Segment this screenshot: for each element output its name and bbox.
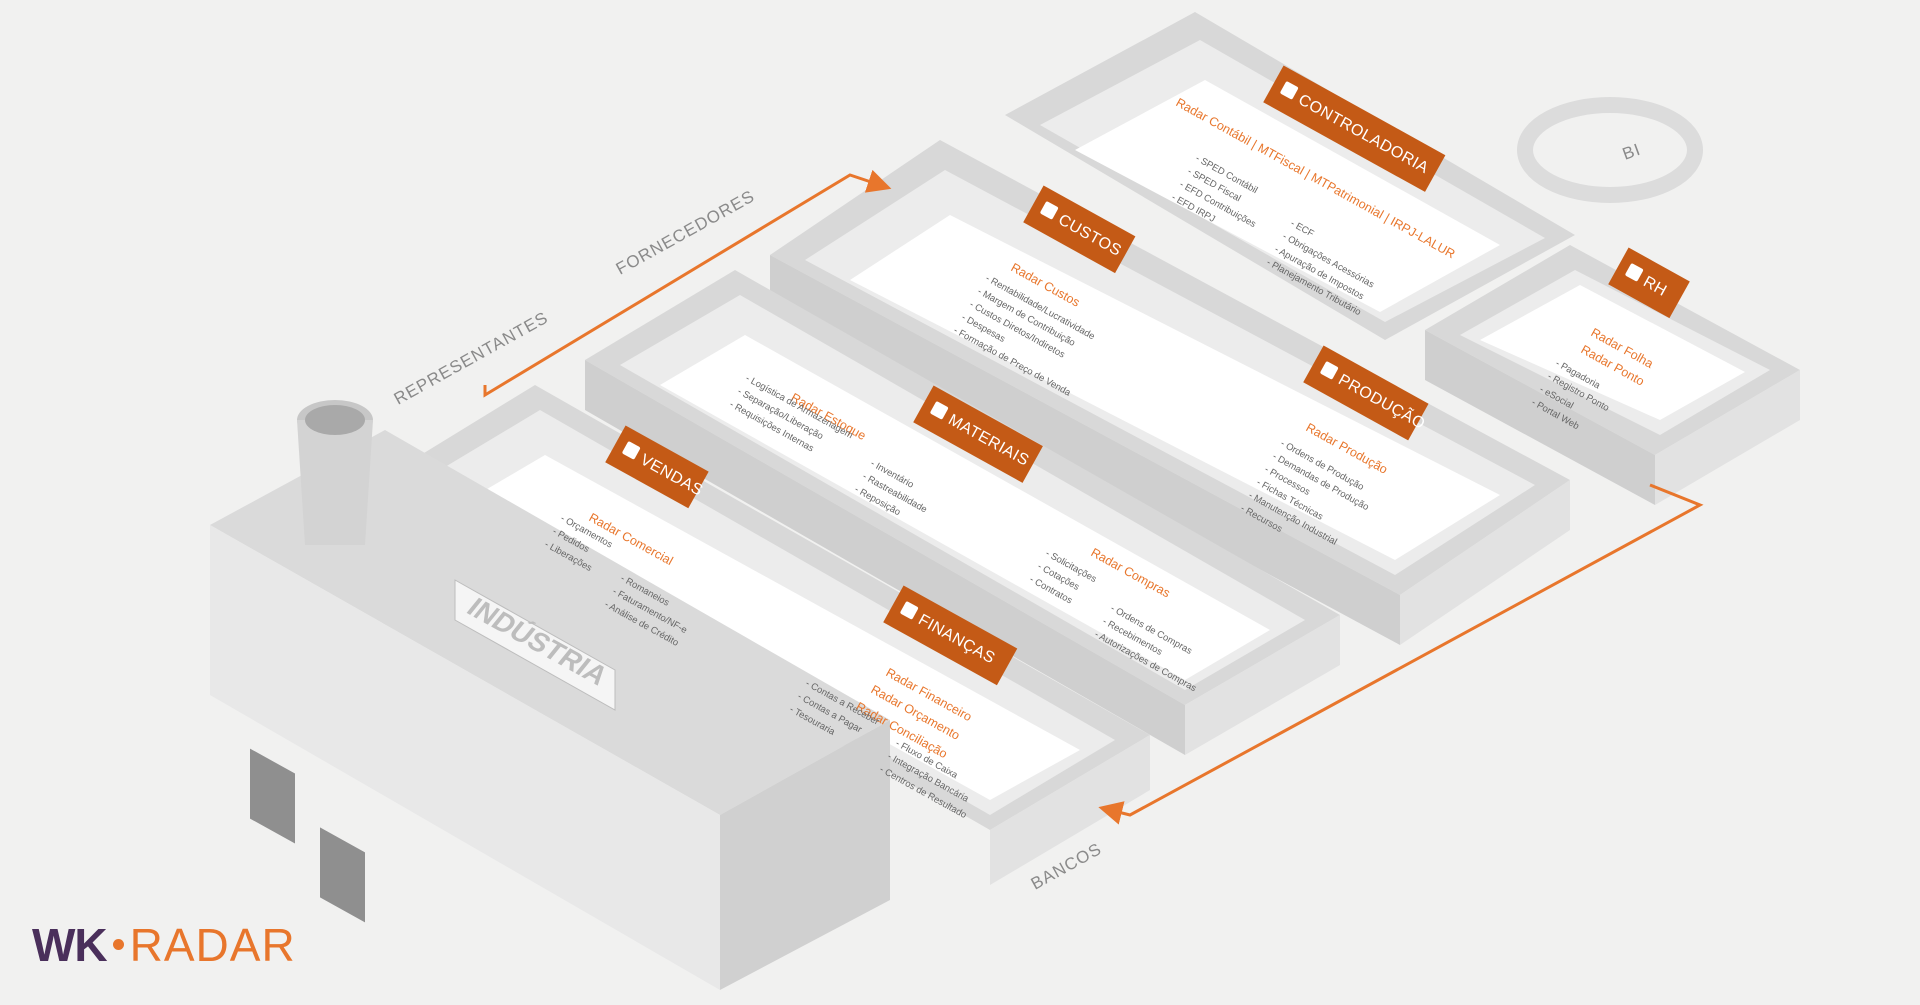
controladoria-badge-bg (1263, 65, 1446, 192)
rh-badge-bg (1608, 247, 1690, 319)
factory-door (250, 748, 295, 844)
brand-prefix: WK (32, 919, 108, 971)
partner-fornecedores: FORNECEDORES (613, 186, 758, 278)
room-vendas-financas (380, 385, 1150, 885)
flow-lines (483, 169, 1704, 825)
chart-bars-icon (900, 601, 919, 620)
brand-logo: WK RADAR (32, 922, 296, 968)
room-rh (1425, 245, 1800, 505)
factory-building (210, 400, 890, 990)
cart-icon (622, 441, 641, 460)
tag-icon (1040, 201, 1059, 220)
room-custos-producao (770, 140, 1570, 645)
boxes-icon (1320, 361, 1339, 380)
room-materiais (585, 270, 1340, 755)
brand-suffix: RADAR (129, 919, 296, 971)
bi-ring (1517, 97, 1703, 203)
rooms: INDÚSTRIA (210, 12, 1800, 990)
factory-door (320, 827, 365, 923)
room-controladoria (1005, 12, 1575, 340)
pallet-icon (930, 401, 949, 420)
partner-bi: BI (1620, 140, 1643, 164)
rh-badge[interactable]: RH (1608, 247, 1690, 319)
people-icon (1625, 263, 1644, 282)
calculator-icon (1280, 81, 1299, 100)
brand-dot (112, 939, 124, 951)
